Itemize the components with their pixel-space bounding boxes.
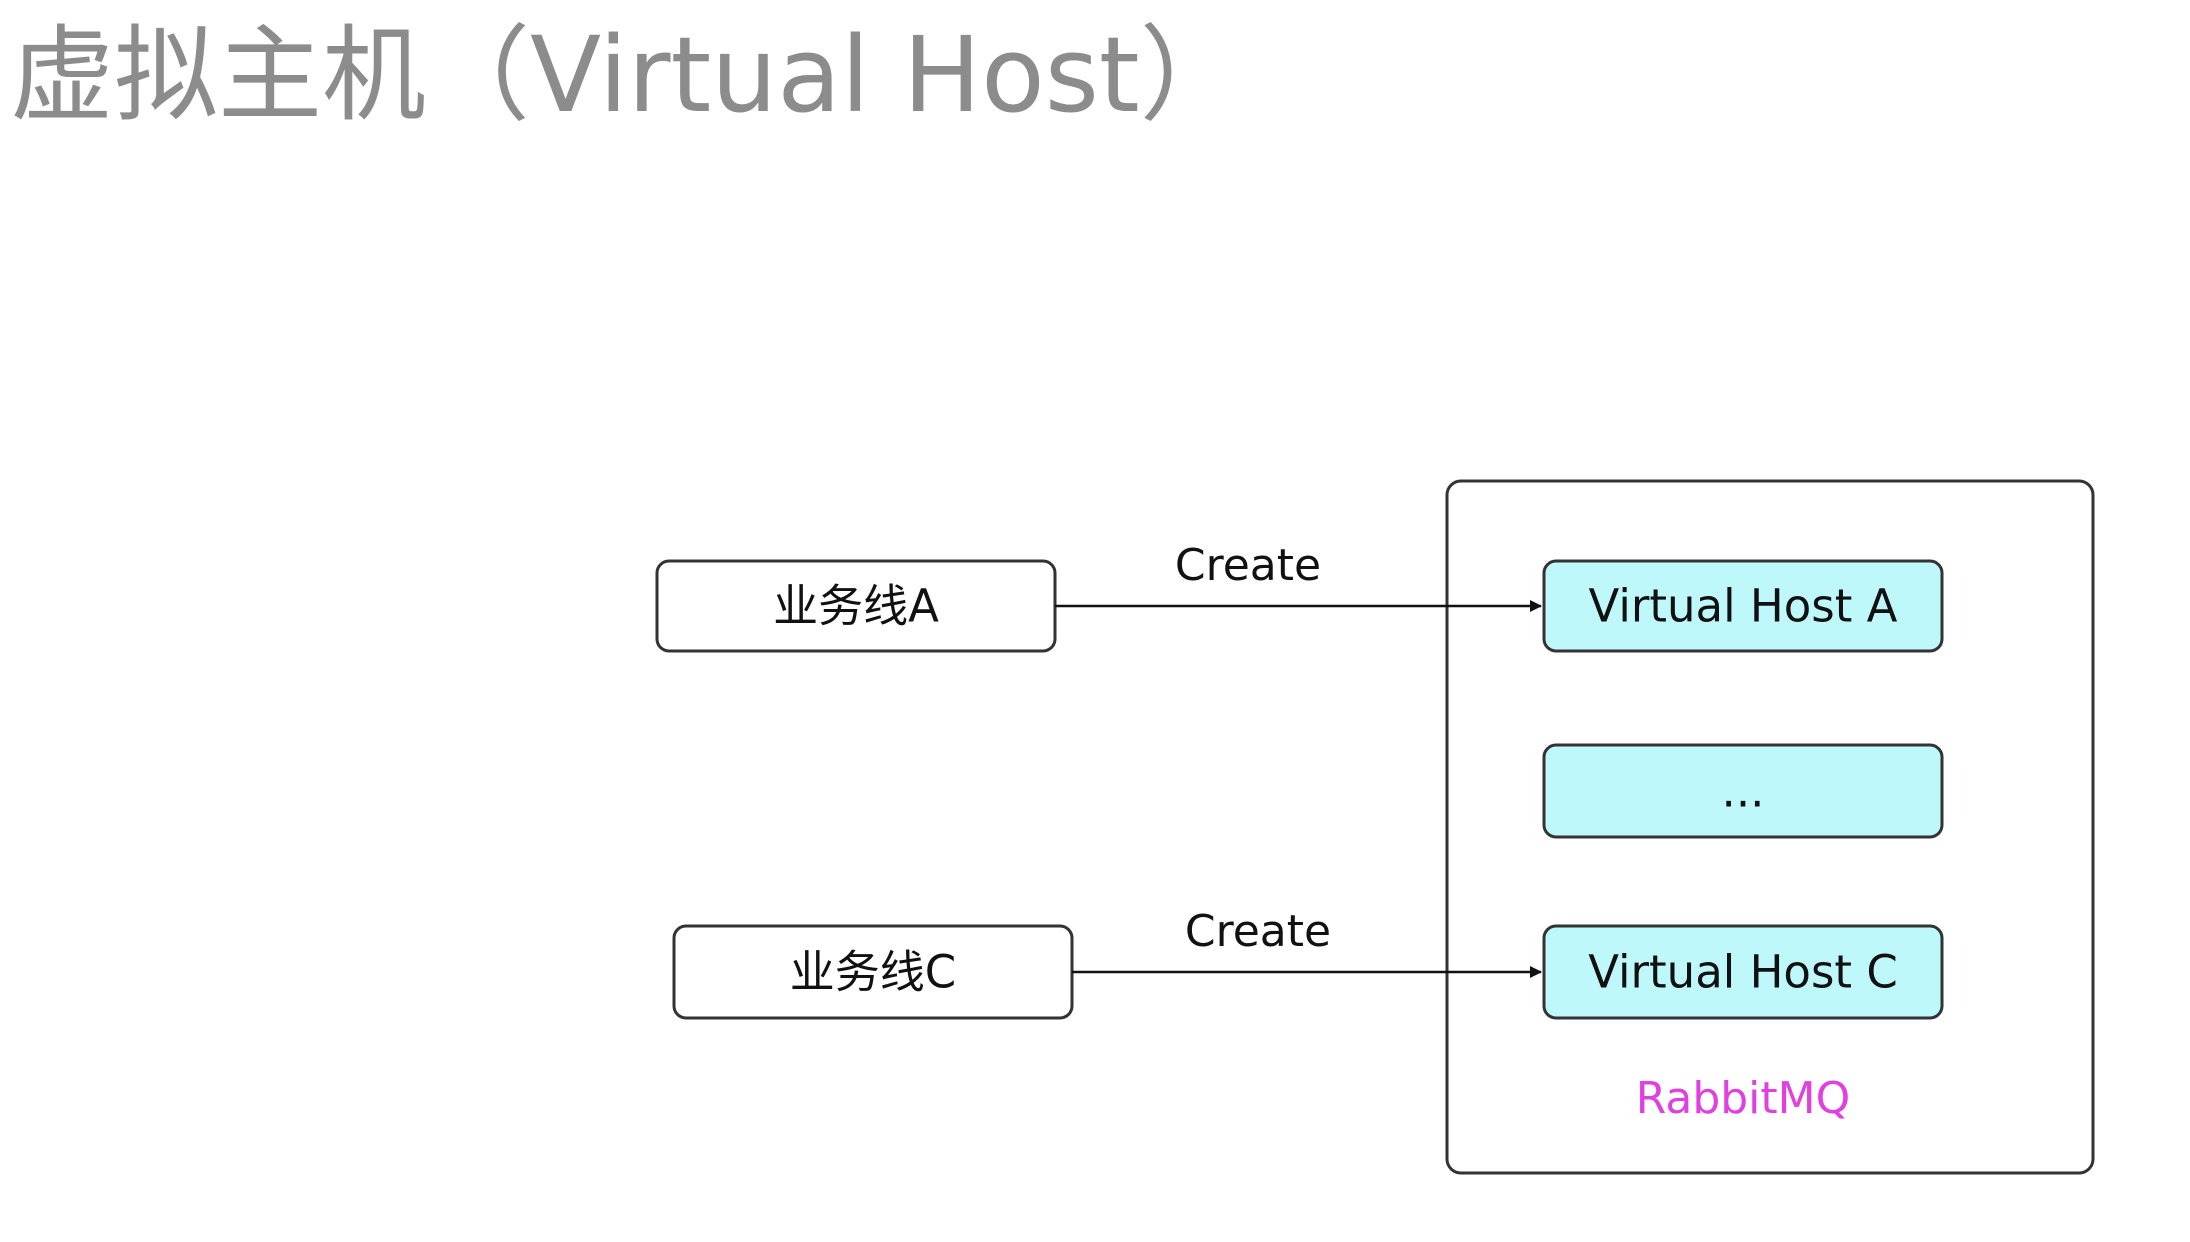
- edge-c-to-vhost-c: Create: [1072, 906, 1542, 978]
- virtual-host-a-label: Virtual Host A: [1589, 580, 1898, 633]
- business-line-c-node: 业务线C: [672, 924, 1074, 1020]
- virtual-host-c-node: Virtual Host C: [1542, 924, 1944, 1020]
- business-line-a-node: 业务线A: [655, 559, 1057, 653]
- edge-a-to-vhost-a: Create: [1055, 540, 1542, 612]
- slide-title: 虚拟主机（Virtual Host）: [10, 14, 1244, 136]
- edge-c-create-label: Create: [1185, 906, 1331, 957]
- virtual-host-ellipsis-node: ...: [1542, 743, 1944, 839]
- business-line-c-label: 业务线C: [790, 946, 956, 999]
- virtual-host-c-label: Virtual Host C: [1588, 946, 1898, 999]
- rabbitmq-label: RabbitMQ: [1636, 1073, 1851, 1124]
- virtual-host-ellipsis-label: ...: [1722, 765, 1765, 818]
- edge-a-create-label: Create: [1175, 540, 1321, 591]
- business-line-a-label: 业务线A: [773, 580, 939, 633]
- virtual-host-a-node: Virtual Host A: [1542, 559, 1944, 653]
